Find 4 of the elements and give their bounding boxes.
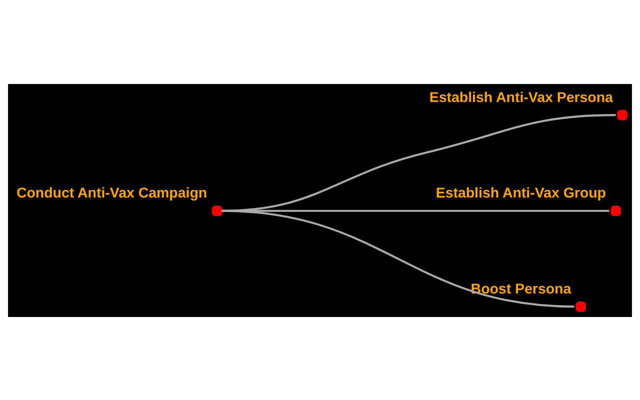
connector	[222, 209, 574, 308]
node-label: Conduct Anti-Vax Campaign	[16, 185, 208, 202]
node-label: Establish Anti-Vax Group	[436, 185, 606, 202]
node-label: Establish Anti-Vax Persona	[429, 89, 613, 106]
